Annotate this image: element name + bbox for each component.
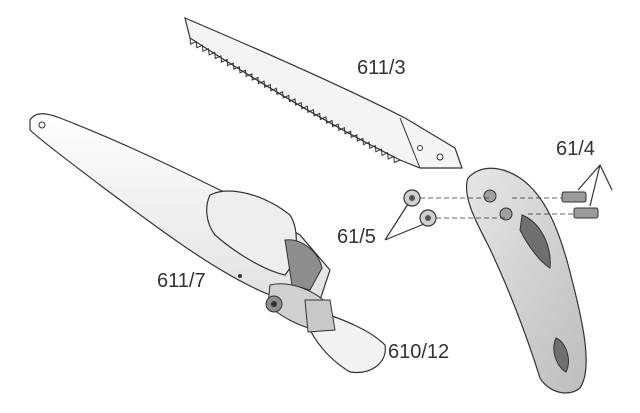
screws <box>512 191 599 219</box>
label-blade: 611/3 <box>357 57 406 79</box>
sheath <box>29 113 386 373</box>
label-strap: 610/12 <box>388 341 450 363</box>
label-screws: 61/4 <box>556 138 595 160</box>
leader-lines <box>384 164 613 241</box>
nuts <box>403 189 506 227</box>
saw-handle <box>466 167 587 394</box>
label-nuts: 61/5 <box>337 226 376 248</box>
saw-blade <box>184 16 463 169</box>
label-sheath: 611/7 <box>157 270 206 292</box>
